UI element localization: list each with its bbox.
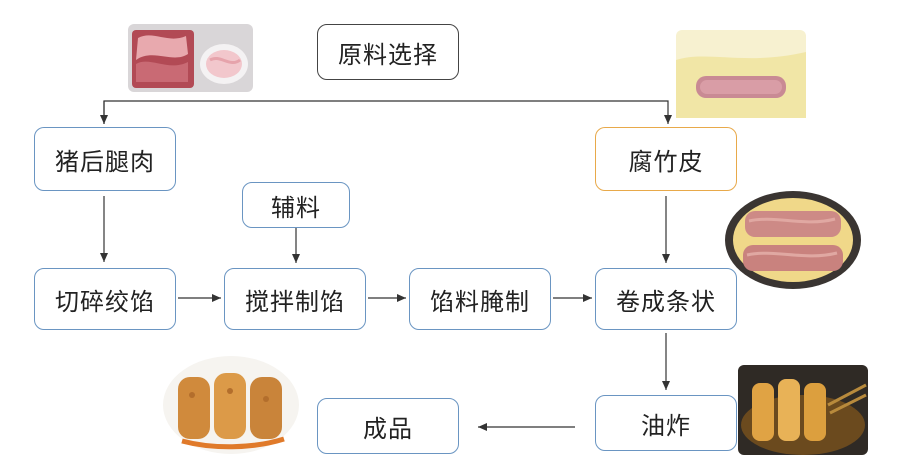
- tofu-skin-photo: [676, 30, 806, 118]
- node-roll: 卷成条状: [595, 268, 737, 330]
- node-accessories: 辅料: [242, 182, 350, 228]
- node-tofu-skin: 腐竹皮: [595, 127, 737, 191]
- node-raw-select: 原料选择: [317, 24, 459, 80]
- node-fry: 油炸: [595, 395, 737, 451]
- node-pork: 猪后腿肉: [34, 127, 176, 191]
- frying-photo: [738, 365, 868, 455]
- product-photo: [163, 356, 299, 454]
- rolls-photo: [725, 191, 861, 289]
- node-product: 成品: [317, 398, 459, 454]
- node-marinate: 馅料腌制: [409, 268, 551, 330]
- node-mince: 切碎绞馅: [34, 268, 176, 330]
- bracket-line: [103, 100, 672, 124]
- node-mix: 搅拌制馅: [224, 268, 366, 330]
- raw-pork-photo: [128, 24, 253, 92]
